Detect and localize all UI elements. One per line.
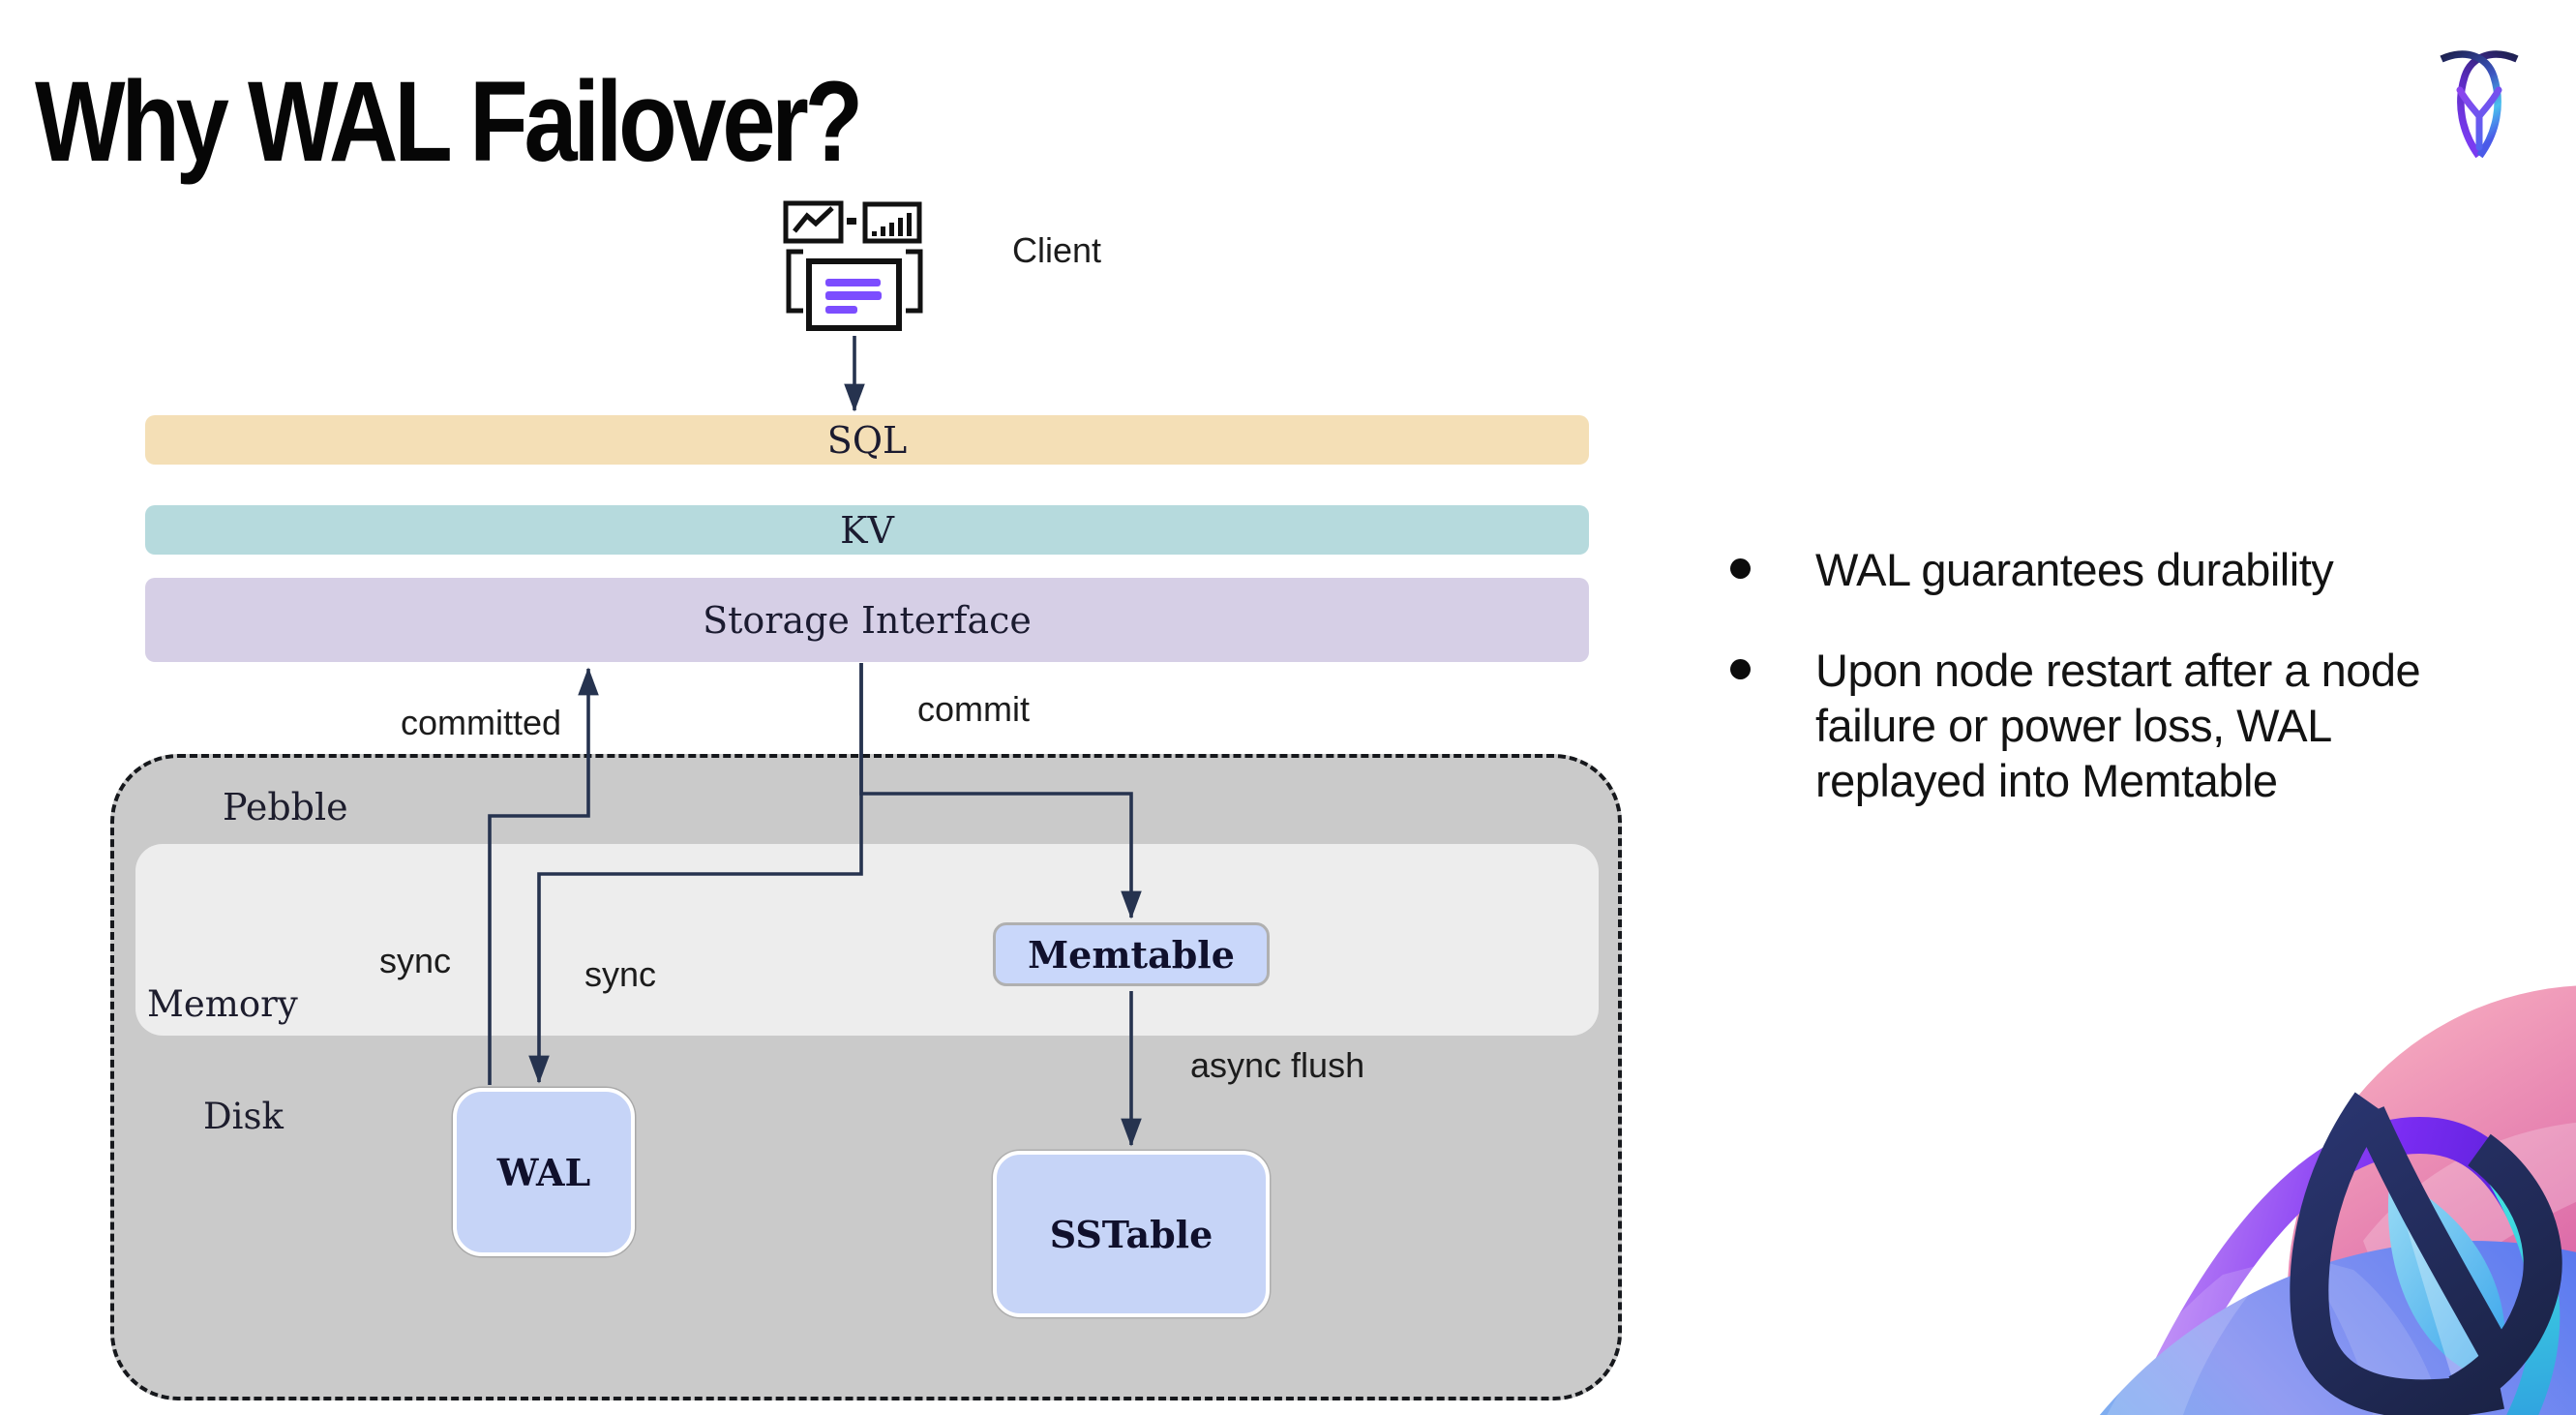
dash-icon xyxy=(847,218,856,225)
bullet-item: Upon node restart after a node failure o… xyxy=(1730,643,2533,808)
client-label: Client xyxy=(1012,230,1102,270)
layer-bar-storage-interface: Storage Interface xyxy=(145,578,1589,662)
node-memtable: Memtable xyxy=(993,922,1270,986)
edge-label-async-flush: async flush xyxy=(1190,1045,1365,1085)
bar-chart-window-icon xyxy=(862,201,922,244)
arrow-wal-to-storage-committed xyxy=(488,667,599,1085)
node-sstable: SSTable xyxy=(993,1151,1270,1317)
bullet-item: WAL guarantees durability xyxy=(1730,542,2533,597)
layer-bar-sql-label: SQL xyxy=(826,418,908,462)
bullet-text: WAL guarantees durability xyxy=(1815,544,2334,595)
brand-decoration xyxy=(2099,985,2576,1415)
edge-label-committed: committed xyxy=(401,703,562,742)
arrow-storage-to-wal-sync xyxy=(528,663,863,1084)
page-title: Why WAL Failover? xyxy=(35,58,863,186)
memory-zone xyxy=(135,844,1599,1036)
pebble-label: Pebble xyxy=(223,786,348,828)
layer-bar-kv-label: KV xyxy=(840,508,894,552)
node-memtable-label: Memtable xyxy=(1028,932,1235,977)
bullet-dot-icon xyxy=(1730,558,1751,579)
bullet-text: Upon node restart after a node failure o… xyxy=(1815,645,2421,806)
edge-label-sync-right: sync xyxy=(584,954,657,994)
layer-bar-kv: KV xyxy=(145,505,1589,555)
line-chart-window-icon xyxy=(783,200,844,244)
bullet-dot-icon xyxy=(1730,659,1751,679)
disk-zone-label: Disk xyxy=(203,1096,284,1137)
node-wal-label: WAL xyxy=(496,1150,591,1194)
node-sstable-label: SSTable xyxy=(1049,1212,1213,1256)
cockroachdb-logo-icon xyxy=(2440,50,2519,159)
bullet-list: WAL guarantees durability Upon node rest… xyxy=(1730,542,2533,808)
edge-label-sync-left: sync xyxy=(379,941,452,980)
client-icon xyxy=(783,200,923,331)
edge-label-commit: commit xyxy=(917,689,1030,729)
layer-bar-storage-interface-label: Storage Interface xyxy=(703,598,1032,642)
document-window-icon xyxy=(786,249,923,331)
layer-bar-sql: SQL xyxy=(145,415,1589,465)
node-wal: WAL xyxy=(453,1088,635,1256)
memory-zone-label: Memory xyxy=(147,983,298,1025)
